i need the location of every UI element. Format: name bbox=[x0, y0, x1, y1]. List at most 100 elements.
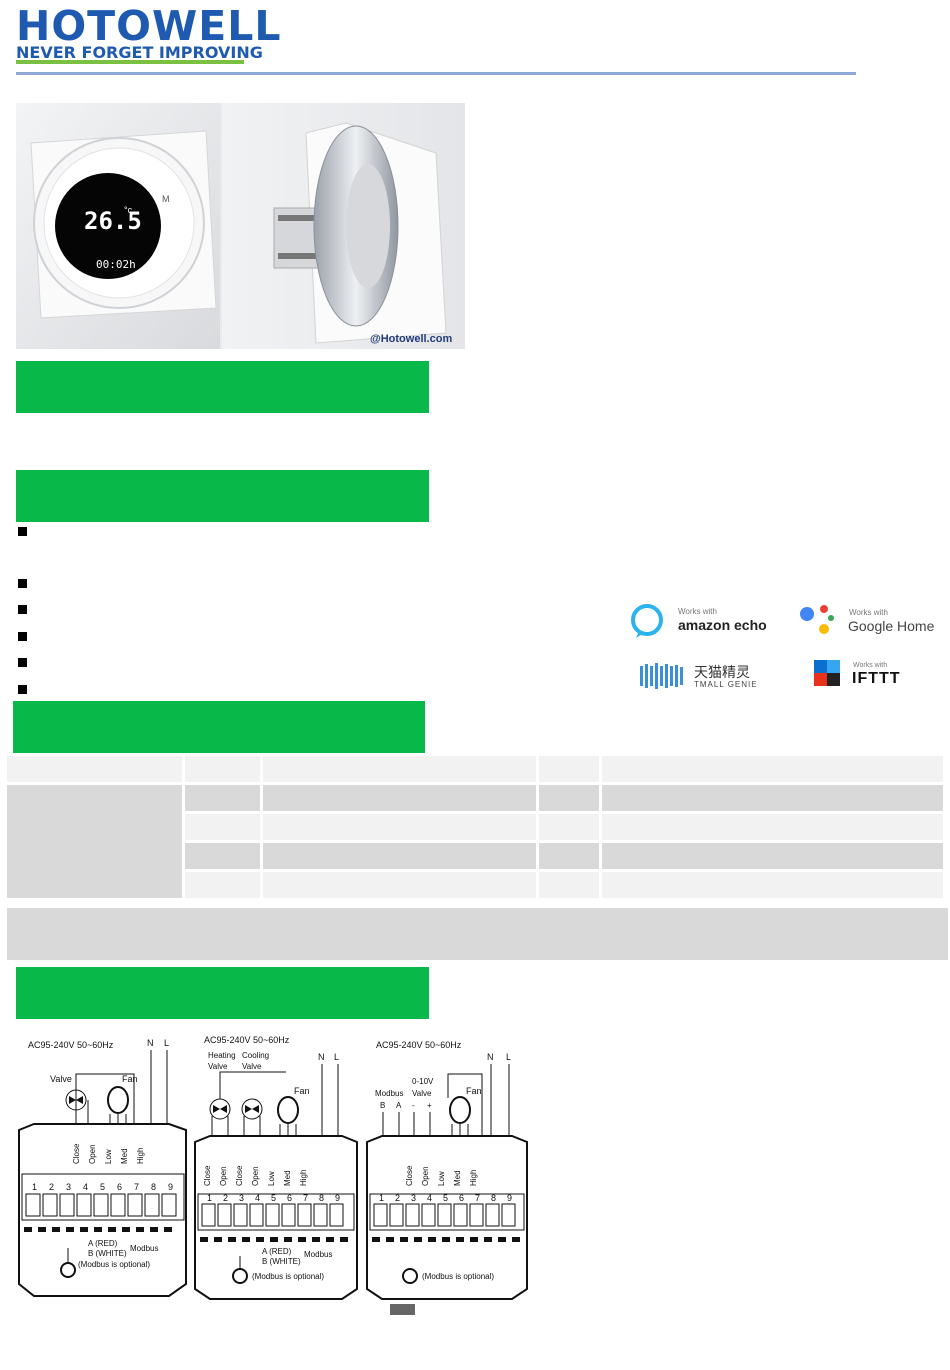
terminal-number: 8 bbox=[491, 1193, 496, 1203]
photo-credit: @Hotowell.com bbox=[370, 333, 453, 345]
amazon-works-with: Works with bbox=[678, 607, 717, 616]
terminal-label: Med bbox=[120, 1148, 129, 1164]
terminal-label: Close bbox=[203, 1165, 212, 1186]
terminal-label: Low bbox=[437, 1171, 446, 1186]
section-heading-bar-2 bbox=[16, 470, 429, 522]
bullet bbox=[18, 579, 27, 588]
table-cell bbox=[7, 756, 182, 782]
terminal-number: 2 bbox=[49, 1182, 54, 1192]
terminal-number: 3 bbox=[239, 1193, 244, 1203]
bullet bbox=[18, 632, 27, 641]
page-number-tab bbox=[390, 1304, 415, 1315]
modbus-a-label: A (RED) bbox=[262, 1247, 292, 1256]
google-home-label: Google Home bbox=[848, 618, 935, 634]
terminal-number: 9 bbox=[168, 1182, 173, 1192]
table-cell bbox=[602, 785, 943, 811]
table-cell bbox=[185, 814, 260, 840]
terminal-number: 5 bbox=[100, 1182, 105, 1192]
display-temperature: 26.5 bbox=[84, 207, 142, 235]
fan-label: Fan bbox=[122, 1074, 138, 1084]
table-cell bbox=[539, 756, 599, 782]
terminal-number: 9 bbox=[335, 1193, 340, 1203]
google-assistant-logo bbox=[798, 602, 838, 643]
neutral-label: N bbox=[487, 1052, 494, 1062]
section-heading-bar-1 bbox=[16, 361, 429, 413]
table-cell bbox=[263, 785, 536, 811]
google-works-with: Works with bbox=[849, 608, 888, 617]
terminal-label: Med bbox=[283, 1170, 292, 1186]
terminal-number: 2 bbox=[223, 1193, 228, 1203]
pin-label: B bbox=[380, 1101, 385, 1110]
terminal-number: 8 bbox=[319, 1193, 324, 1203]
fan-label: Fan bbox=[466, 1086, 482, 1096]
terminal-label: High bbox=[469, 1170, 478, 1186]
table-cell bbox=[263, 756, 536, 782]
table-header-row bbox=[7, 756, 943, 782]
heating-valve-label-2: Valve bbox=[208, 1062, 228, 1071]
terminal-number: 7 bbox=[303, 1193, 308, 1203]
table-cell bbox=[539, 814, 599, 840]
pin-label: A bbox=[396, 1101, 402, 1110]
wiring-diagram-0-10v: AC95-240V 50~60Hz N L 0-10V Valve Modbus… bbox=[362, 1034, 532, 1304]
terminal-number: 4 bbox=[427, 1193, 432, 1203]
table-note-row bbox=[7, 908, 948, 960]
terminal-number: 6 bbox=[117, 1182, 122, 1192]
terminal-label: Low bbox=[104, 1149, 113, 1164]
logo-accent-bar bbox=[16, 60, 244, 64]
terminal-label: High bbox=[136, 1148, 145, 1164]
analog-valve-label: 0-10V bbox=[412, 1077, 434, 1086]
fan-label: Fan bbox=[294, 1086, 310, 1096]
terminal-number: 7 bbox=[134, 1182, 139, 1192]
bullet bbox=[18, 658, 27, 667]
display-unit: °c bbox=[124, 205, 133, 215]
live-label: L bbox=[506, 1052, 511, 1062]
table-row bbox=[7, 872, 943, 898]
ifttt-works-with: Works with bbox=[853, 662, 888, 669]
ifttt-label: IFTTT bbox=[852, 670, 901, 687]
terminal-label: Close bbox=[72, 1143, 81, 1164]
table-cell bbox=[185, 756, 260, 782]
terminal-number: 6 bbox=[459, 1193, 464, 1203]
modbus-a-label: A (RED) bbox=[88, 1239, 118, 1248]
terminal-number: 1 bbox=[207, 1193, 212, 1203]
modbus-optional-note: (Modbus is optional) bbox=[78, 1260, 150, 1269]
terminal-number: 1 bbox=[32, 1182, 37, 1192]
pin-label: - bbox=[412, 1101, 415, 1110]
table-cell bbox=[185, 843, 260, 869]
supply-label: AC95-240V 50~60Hz bbox=[204, 1035, 290, 1045]
wiring-diagram-2pipe: AC95-240V 50~60Hz N L Valve Fan bbox=[14, 1034, 190, 1304]
terminal-number: 3 bbox=[411, 1193, 416, 1203]
terminal-number: 1 bbox=[379, 1193, 384, 1203]
section-heading-bar-4 bbox=[16, 967, 429, 1019]
terminal-number: 8 bbox=[151, 1182, 156, 1192]
table-cell bbox=[539, 872, 599, 898]
supply-label: AC95-240V 50~60Hz bbox=[28, 1040, 114, 1050]
modbus-label: Modbus bbox=[130, 1244, 158, 1253]
terminal-number: 4 bbox=[83, 1182, 88, 1192]
table-merged-cell bbox=[7, 785, 182, 898]
modbus-optional-note: (Modbus is optional) bbox=[252, 1272, 324, 1281]
heating-valve-label: Heating bbox=[208, 1051, 236, 1060]
neutral-label: N bbox=[147, 1038, 154, 1048]
spec-table bbox=[4, 753, 946, 901]
amazon-echo-label: amazon echo bbox=[678, 617, 767, 633]
cooling-valve-label-2: Valve bbox=[242, 1062, 262, 1071]
table-row bbox=[7, 843, 943, 869]
terminal-label: Low bbox=[267, 1171, 276, 1186]
tmall-genie-label: TMALL GENIE bbox=[694, 680, 758, 689]
live-label: L bbox=[334, 1052, 339, 1062]
live-label: L bbox=[164, 1038, 169, 1048]
analog-valve-label-2: Valve bbox=[412, 1089, 432, 1098]
table-cell bbox=[263, 814, 536, 840]
terminal-label: Open bbox=[251, 1166, 260, 1186]
table-cell bbox=[602, 756, 943, 782]
brand-logo: HOTOWELL bbox=[16, 2, 282, 50]
neutral-label: N bbox=[318, 1052, 325, 1062]
supply-label: AC95-240V 50~60Hz bbox=[376, 1040, 462, 1050]
terminal-number: 5 bbox=[271, 1193, 276, 1203]
table-cell bbox=[602, 872, 943, 898]
wiring-diagram-4pipe: AC95-240V 50~60Hz N L Heating Valve Cool… bbox=[190, 1034, 362, 1304]
section-heading-bar-3 bbox=[13, 701, 425, 753]
table-cell bbox=[602, 814, 943, 840]
table-cell bbox=[185, 785, 260, 811]
